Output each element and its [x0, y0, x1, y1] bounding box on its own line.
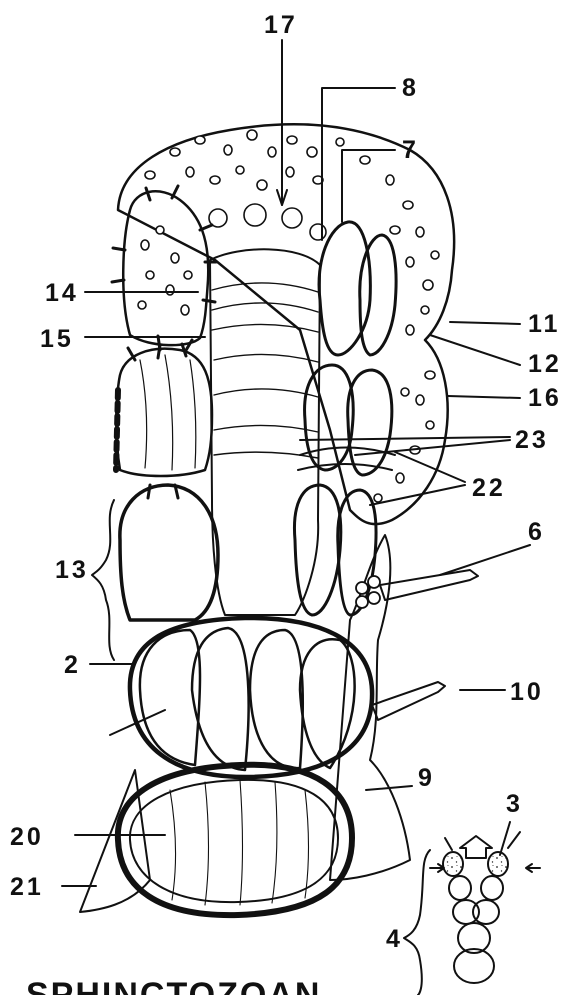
label-17: 17	[264, 11, 298, 39]
caption-title: SPHINCTOZOAN	[26, 976, 321, 995]
label-10: 10	[510, 678, 544, 706]
label-9: 9	[418, 764, 435, 792]
label-11: 11	[528, 310, 560, 338]
labels: 17 8 7 14 15 11 12 16 23 22 13 6 2 10 9 …	[10, 11, 562, 953]
central-column	[210, 249, 320, 615]
label-23: 23	[515, 426, 549, 454]
label-8: 8	[402, 74, 419, 102]
label-14: 14	[45, 279, 79, 307]
right-chambers	[294, 222, 396, 615]
label-20: 20	[10, 823, 44, 851]
upper-porous-mass	[118, 124, 454, 524]
label-3: 3	[506, 790, 523, 818]
label-12: 12	[528, 350, 562, 378]
label-2: 2	[64, 651, 81, 679]
spicule-6	[356, 570, 478, 608]
label-4: 4	[386, 925, 403, 953]
label-7: 7	[402, 136, 419, 164]
spicule-10	[372, 682, 445, 720]
chamber-13	[120, 485, 218, 620]
label-6: 6	[528, 518, 545, 546]
label-22: 22	[472, 474, 506, 502]
inset-detail	[404, 832, 540, 995]
label-15: 15	[40, 325, 74, 353]
label-16: 16	[528, 384, 562, 412]
leader-lines	[62, 40, 530, 886]
chamber-2	[130, 618, 372, 777]
basal-chamber	[118, 765, 352, 915]
label-13: 13	[55, 556, 89, 584]
label-21: 21	[10, 873, 44, 901]
